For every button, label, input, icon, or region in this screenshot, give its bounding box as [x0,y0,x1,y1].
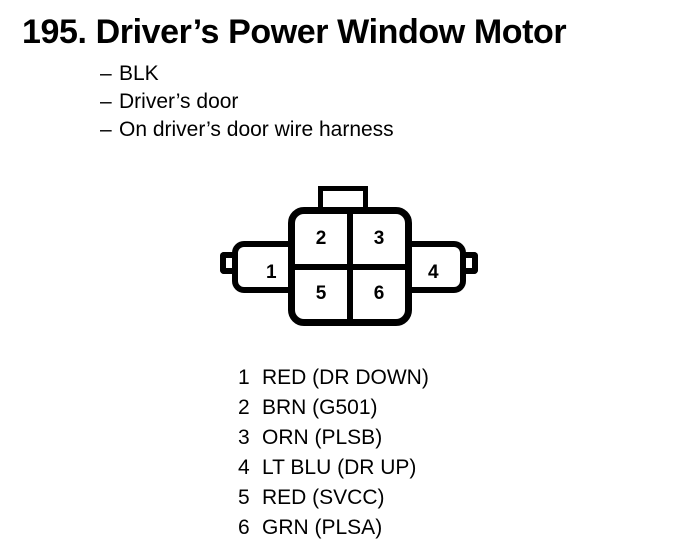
pin-label: ORN (PLSB) [262,426,383,449]
connector-body: 2 3 5 6 [288,207,412,326]
page-title: 195. Driver’s Power Window Motor [22,13,567,51]
cavity-number-2: 2 [315,227,327,249]
pin-number: 4 [238,456,250,479]
list-item-label: Driver’s door [119,90,239,113]
pin-row: 4 LT BLU (DR UP) [238,456,429,486]
pin-number: 6 [238,516,250,539]
connector-cavity-3: 3 [350,214,405,267]
cavity-number-1: 1 [266,262,277,283]
cavity-number-6: 6 [373,283,385,305]
pin-row: 5 RED (SVCC) [238,486,429,516]
pin-label: BRN (G501) [262,396,378,419]
list-item: – BLK [100,60,580,88]
pin-row: 1 RED (DR DOWN) [238,366,429,396]
connector-locking-tab [318,186,368,208]
pin-number: 3 [238,426,250,449]
list-item: – Driver’s door [100,88,580,116]
pin-label: RED (SVCC) [262,486,385,509]
pin-number: 5 [238,486,250,509]
dash-marker: – [100,90,112,113]
connector-cavity-5: 5 [295,266,350,319]
cavity-number-4: 4 [428,262,439,283]
pin-number: 2 [238,396,250,419]
pin-label: LT BLU (DR UP) [262,456,417,479]
pin-legend: 1 RED (DR DOWN) 2 BRN (G501) 3 ORN (PLSB… [238,366,429,546]
pin-row: 2 BRN (G501) [238,396,429,426]
dash-marker: – [100,118,112,141]
pin-label: GRN (PLSA) [262,516,383,539]
pin-label: RED (DR DOWN) [262,366,429,389]
connector-cavity-6: 6 [350,266,405,319]
cavity-number-5: 5 [315,283,327,305]
list-item: – On driver’s door wire harness [100,116,580,144]
pin-number: 1 [238,366,250,389]
connector-cavity-2: 2 [295,214,350,267]
pin-row: 3 ORN (PLSB) [238,426,429,456]
cavity-number-3: 3 [373,227,385,249]
list-item-label: On driver’s door wire harness [119,118,394,141]
pin-row: 6 GRN (PLSA) [238,516,429,546]
connector-diagram: 1 4 2 3 5 6 [220,186,478,326]
spec-list: – BLK – Driver’s door – On driver’s door… [100,60,580,144]
dash-marker: – [100,62,112,85]
connector-right-notch [462,252,478,274]
list-item-label: BLK [119,62,159,85]
